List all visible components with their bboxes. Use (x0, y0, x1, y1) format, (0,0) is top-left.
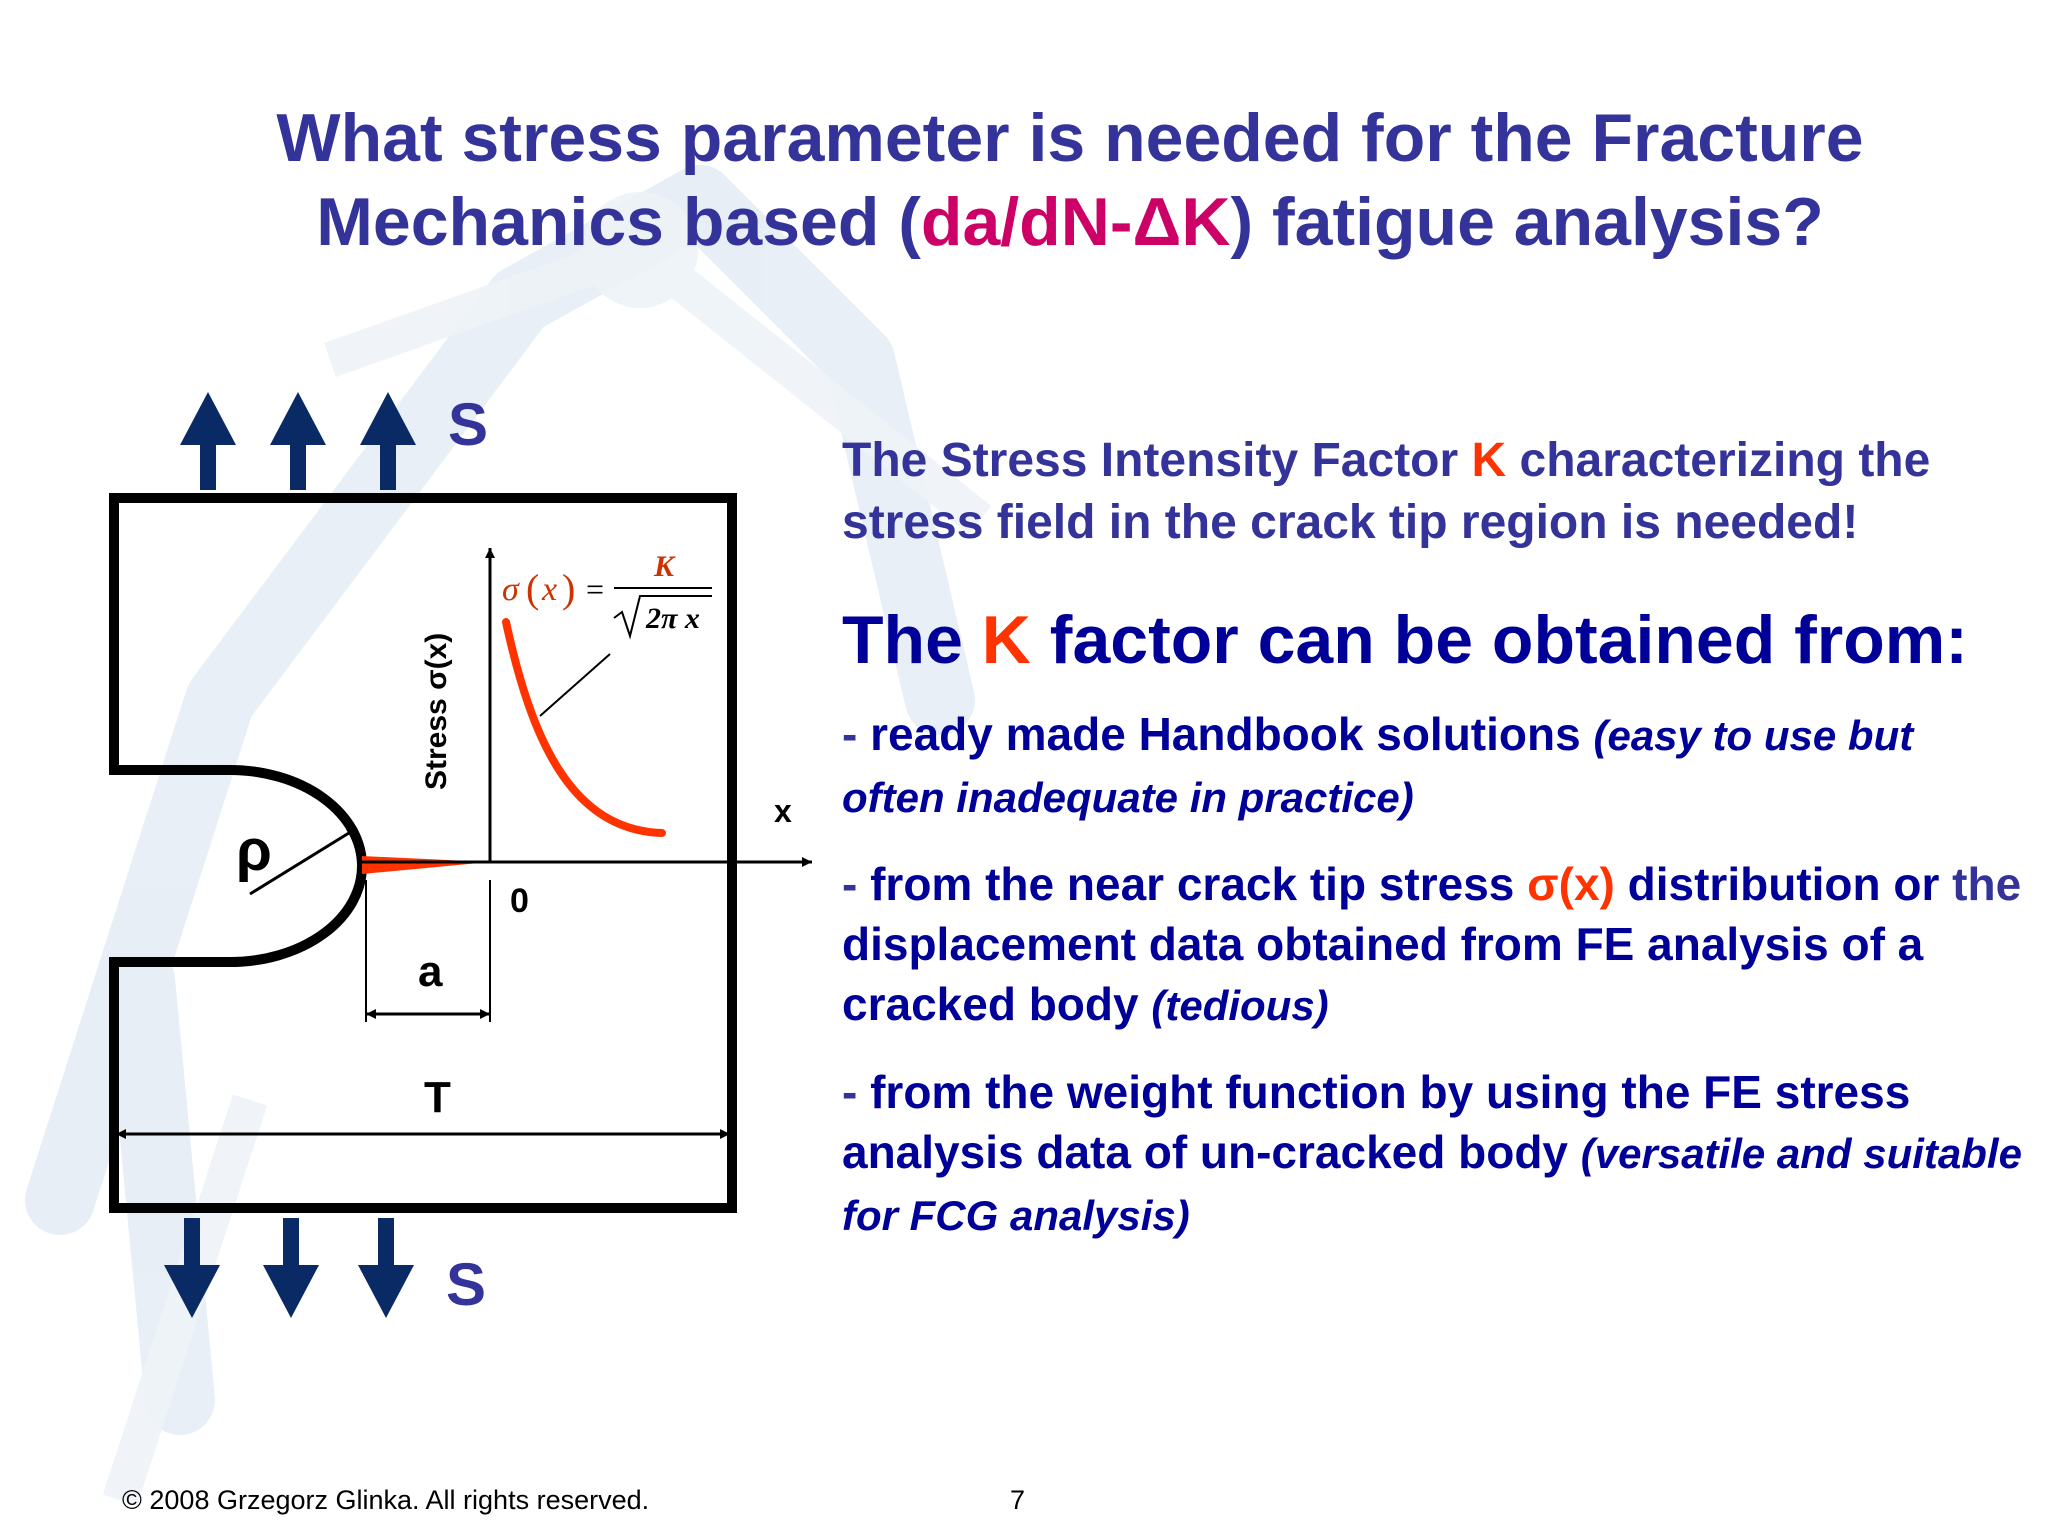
title-line-2-suffix: ) fatigue analysis? (1230, 184, 1824, 260)
formula-x: x (541, 571, 557, 608)
explanation-panel: The Stress Intensity Factor K characteri… (842, 430, 2022, 1272)
formula-leader (539, 653, 611, 717)
load-label-bottom: S (446, 1251, 486, 1318)
item2-text-3: displacement data obtained from FE analy… (842, 918, 1924, 1030)
plate-outline (109, 493, 737, 1213)
crack-length-label: a (418, 947, 443, 996)
bottom-arrow-1 (164, 1218, 220, 1318)
method-item-handbook: - ready made Handbook solutions (easy to… (842, 704, 2022, 828)
item1-text: ready made Handbook solutions (870, 708, 1594, 760)
item3-text: from the weight function by using the FE… (842, 1066, 1911, 1178)
item1-note: (easy to use but often inadequate in pra… (842, 712, 1914, 821)
item2-note: (tedious) (1151, 982, 1329, 1029)
formula-sigma: σ (502, 571, 520, 608)
formula-sqrt (613, 595, 712, 640)
x-axis-label: x (774, 793, 792, 829)
formula-numerator: K (653, 550, 676, 583)
top-arrow-3 (360, 392, 416, 490)
title-highlight: da/dN-ΔK (920, 184, 1231, 260)
width-label: T (424, 1073, 451, 1122)
crack (362, 856, 490, 874)
origin-label: 0 (510, 882, 529, 920)
load-label-top: S (448, 391, 488, 458)
heading-text-1: The (842, 602, 982, 678)
page-number: 7 (1010, 1485, 1026, 1515)
item2-text-1: from the near crack tip stress (870, 858, 1528, 910)
stress-curve (502, 618, 666, 837)
radius-arrow (249, 826, 358, 896)
copyright-footer: © 2008 Grzegorz Glinka. All rights reser… (122, 1485, 650, 1515)
top-arrow-2 (270, 392, 326, 490)
item3-dash: - (842, 1066, 871, 1118)
stress-formula: σ ( x ) = K 2π x (502, 550, 712, 640)
item2-dash: - (842, 858, 871, 910)
intro-text-1: The Stress Intensity Factor (842, 434, 1472, 487)
title-line-2: Mechanics based (da/dN-ΔK) fatigue analy… (160, 180, 1980, 264)
item2-text-2: distribution or (1614, 858, 1953, 910)
formula-denominator: 2π x (645, 602, 700, 635)
title-line-2-prefix: Mechanics based ( (316, 184, 921, 260)
k-factor-heading: The K factor can be obtained from: (842, 600, 2022, 680)
heading-text-2: factor can be obtained from: (1030, 602, 1968, 678)
radius-label: ρ (236, 818, 272, 883)
intro-paragraph: The Stress Intensity Factor K characteri… (842, 430, 2022, 554)
item2-the: the (1952, 858, 2022, 910)
item2-sigma: σ(x) (1527, 858, 1615, 910)
item3-note: (versatile and suitable for FCG analysis… (842, 1130, 2022, 1239)
item1-dash: - (842, 708, 871, 760)
top-load-arrows (180, 392, 416, 490)
formula-paren-close: ) (562, 566, 575, 611)
bottom-arrow-2 (263, 1218, 319, 1318)
intro-text-2: characterizing the stress field in the c… (842, 434, 1931, 549)
bottom-load-arrows (164, 1218, 414, 1318)
formula-paren-open: ( (526, 566, 539, 611)
bottom-arrow-3 (358, 1218, 414, 1318)
formula-equals: = (586, 571, 604, 607)
heading-k-symbol: K (981, 602, 1031, 678)
intro-k-symbol: K (1471, 434, 1507, 487)
top-arrow-1 (180, 392, 236, 490)
method-item-fe-cracked: - from the near crack tip stress σ(x) di… (842, 854, 2022, 1036)
method-item-weight-function: - from the weight function by using the … (842, 1062, 2022, 1246)
y-axis-label: Stress σ(x) (420, 633, 453, 790)
title-line-1: What stress parameter is needed for the … (276, 100, 1864, 176)
slide-title: What stress parameter is needed for the … (160, 96, 1980, 264)
